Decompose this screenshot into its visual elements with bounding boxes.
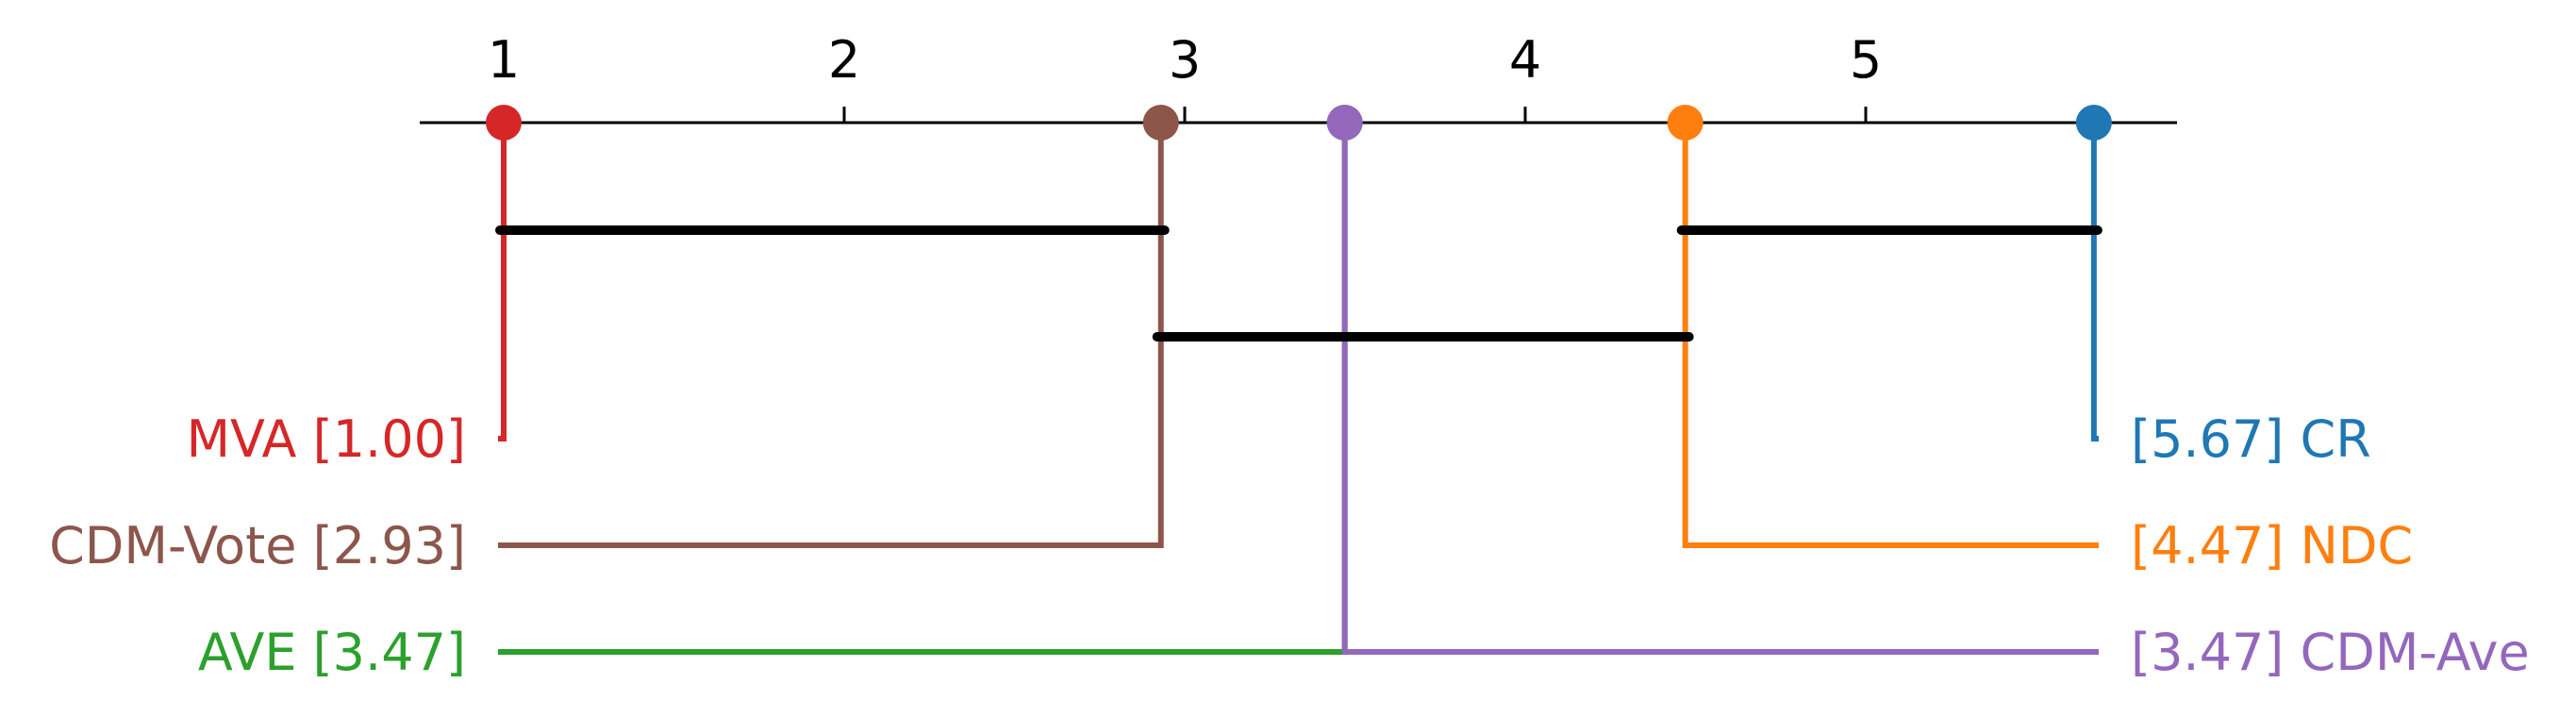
rank-marker-cdm-vote (1142, 105, 1179, 141)
connector-ndc (1682, 123, 2099, 548)
rank-marker-mva (486, 105, 522, 141)
connector-ave (498, 123, 1348, 655)
connector-cr (2090, 123, 2099, 442)
tick-label-1: 1 (488, 30, 520, 90)
tick-label-5: 5 (1850, 30, 1882, 90)
tick-label-2: 2 (828, 30, 860, 90)
method-label-ave: AVE [3.47] (198, 623, 466, 682)
rank-marker-cdm-ave (1326, 105, 1363, 141)
method-connectors (498, 123, 2099, 655)
rank-marker-cr (2075, 105, 2112, 141)
method-label-ndc: [4.47] NDC (2131, 516, 2413, 575)
connector-mva (498, 123, 507, 442)
connector-cdm-vote (498, 123, 1164, 548)
method-label-mva: MVA [1.00] (186, 409, 466, 469)
method-label-cdm-ave: [3.47] CDM-Ave (2131, 623, 2530, 682)
tick-label-4: 4 (1509, 30, 1541, 90)
tick-label-3: 3 (1169, 30, 1201, 90)
method-label-cr: [5.67] CR (2131, 409, 2371, 469)
method-label-cdm-vote: CDM-Vote [2.93] (49, 516, 466, 575)
clique-bars (495, 225, 2102, 342)
connector-cdm-ave (1341, 123, 2099, 655)
method-labels: MVA [1.00] CDM-Vote [2.93] AVE [3.47] [5.67… (49, 409, 2530, 682)
rank-marker-ndc (1667, 105, 1703, 141)
axis-ticks: 1 2 3 4 5 (488, 30, 1882, 123)
rank-markers (486, 105, 2112, 141)
